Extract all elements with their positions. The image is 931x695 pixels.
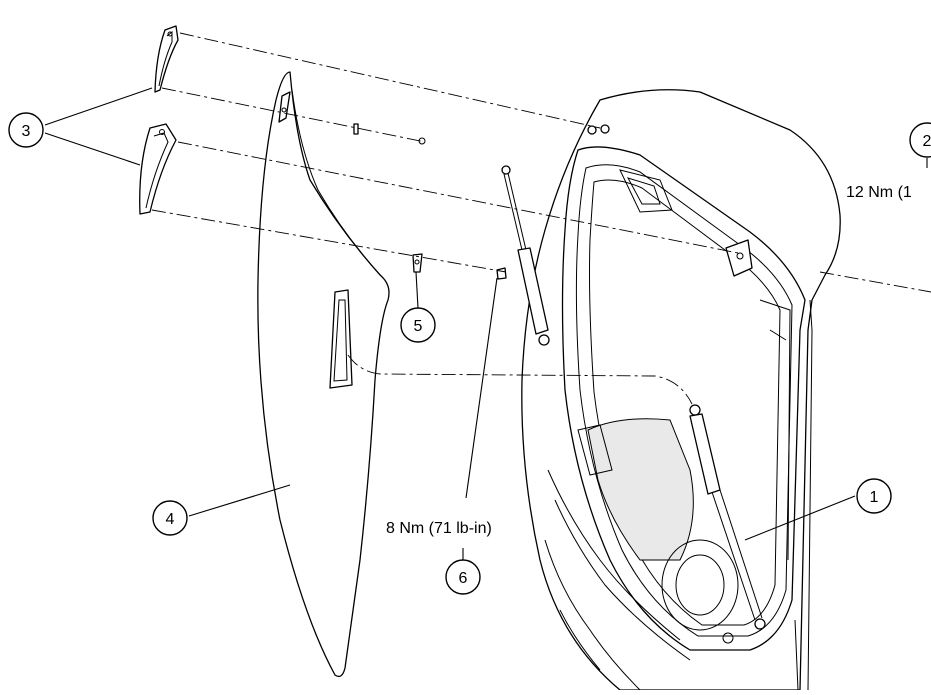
callout-5: 5	[400, 307, 436, 343]
callout-3-label: 3	[22, 123, 31, 140]
torque-spec-item-6: 8 Nm (71 lb-in)	[386, 520, 492, 537]
assembly-lines	[151, 32, 931, 405]
callout-6: 6	[445, 559, 481, 595]
trim-piece-lower	[139, 123, 177, 215]
pin-fasteners	[353, 123, 426, 145]
trim-piece-upper	[154, 25, 179, 93]
gas-strut-item-1	[689, 404, 766, 630]
fastener-top	[587, 124, 610, 135]
callout-4-label: 4	[166, 511, 175, 528]
callout-4: 4	[152, 500, 188, 536]
callout-5-label: 5	[414, 318, 423, 335]
gas-strut-upper	[501, 165, 550, 346]
liftgate-frame	[521, 89, 841, 691]
callout-leaders	[44, 87, 928, 560]
callout-6-label: 6	[459, 570, 468, 587]
callout-1: 1	[856, 478, 892, 514]
clip-item-5	[412, 253, 423, 273]
callout-1-label: 1	[870, 489, 879, 506]
nut-item-6	[496, 267, 507, 280]
callout-2-label: 2	[923, 133, 931, 150]
torque-spec-item-2: 12 Nm (1	[846, 184, 912, 201]
callout-2: 2	[909, 122, 931, 158]
glass-panel-item-4	[257, 71, 390, 678]
callout-3: 3	[8, 112, 44, 148]
